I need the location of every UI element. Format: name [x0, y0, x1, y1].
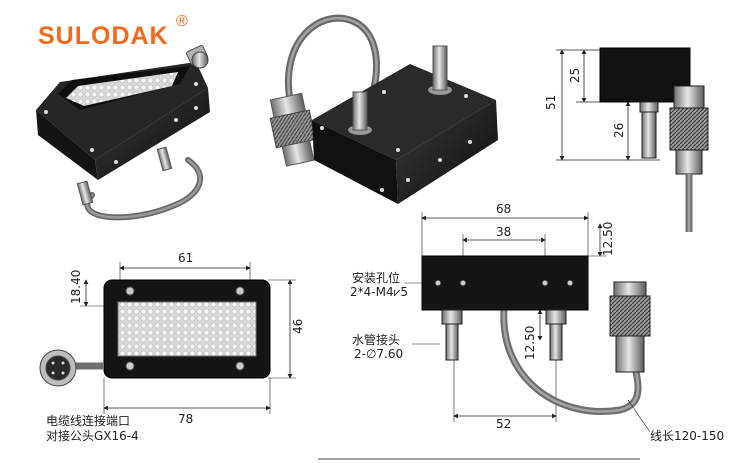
dim-12-50-bottom: 12.50	[523, 326, 537, 360]
water-fitting-spec: 2-∅7.60	[354, 347, 403, 361]
dim-25: 25	[568, 68, 582, 83]
front-view	[39, 262, 296, 414]
brand-logo: SULODAK	[38, 22, 169, 50]
isometric-view-1	[36, 45, 210, 221]
dim-52: 52	[496, 417, 511, 431]
dim-61: 61	[178, 251, 193, 265]
dim-68: 68	[496, 202, 511, 216]
dim-12-50-top: 12.50	[601, 222, 615, 256]
dim-38: 38	[496, 225, 511, 239]
dim-18-40: 18.40	[69, 270, 83, 304]
dim-26: 26	[612, 123, 626, 138]
mount-hole-title: 安装孔位	[352, 270, 400, 285]
cable-port-label-2: 对接公头GX16-4	[46, 428, 139, 443]
water-fitting-title: 水管接头	[352, 332, 400, 347]
isometric-view-2	[269, 14, 498, 204]
side-view	[556, 47, 709, 232]
top-view	[404, 212, 651, 433]
dim-51: 51	[544, 95, 558, 110]
dim-78: 78	[178, 412, 193, 426]
dim-46: 46	[291, 319, 305, 334]
cable-length-label: 线长120-150	[650, 429, 724, 443]
cable-port-label-1: 电缆线连接端口	[46, 413, 130, 428]
mount-hole-spec: 2*4-M4⩗5	[350, 285, 408, 299]
registered-mark: ®	[176, 13, 188, 30]
